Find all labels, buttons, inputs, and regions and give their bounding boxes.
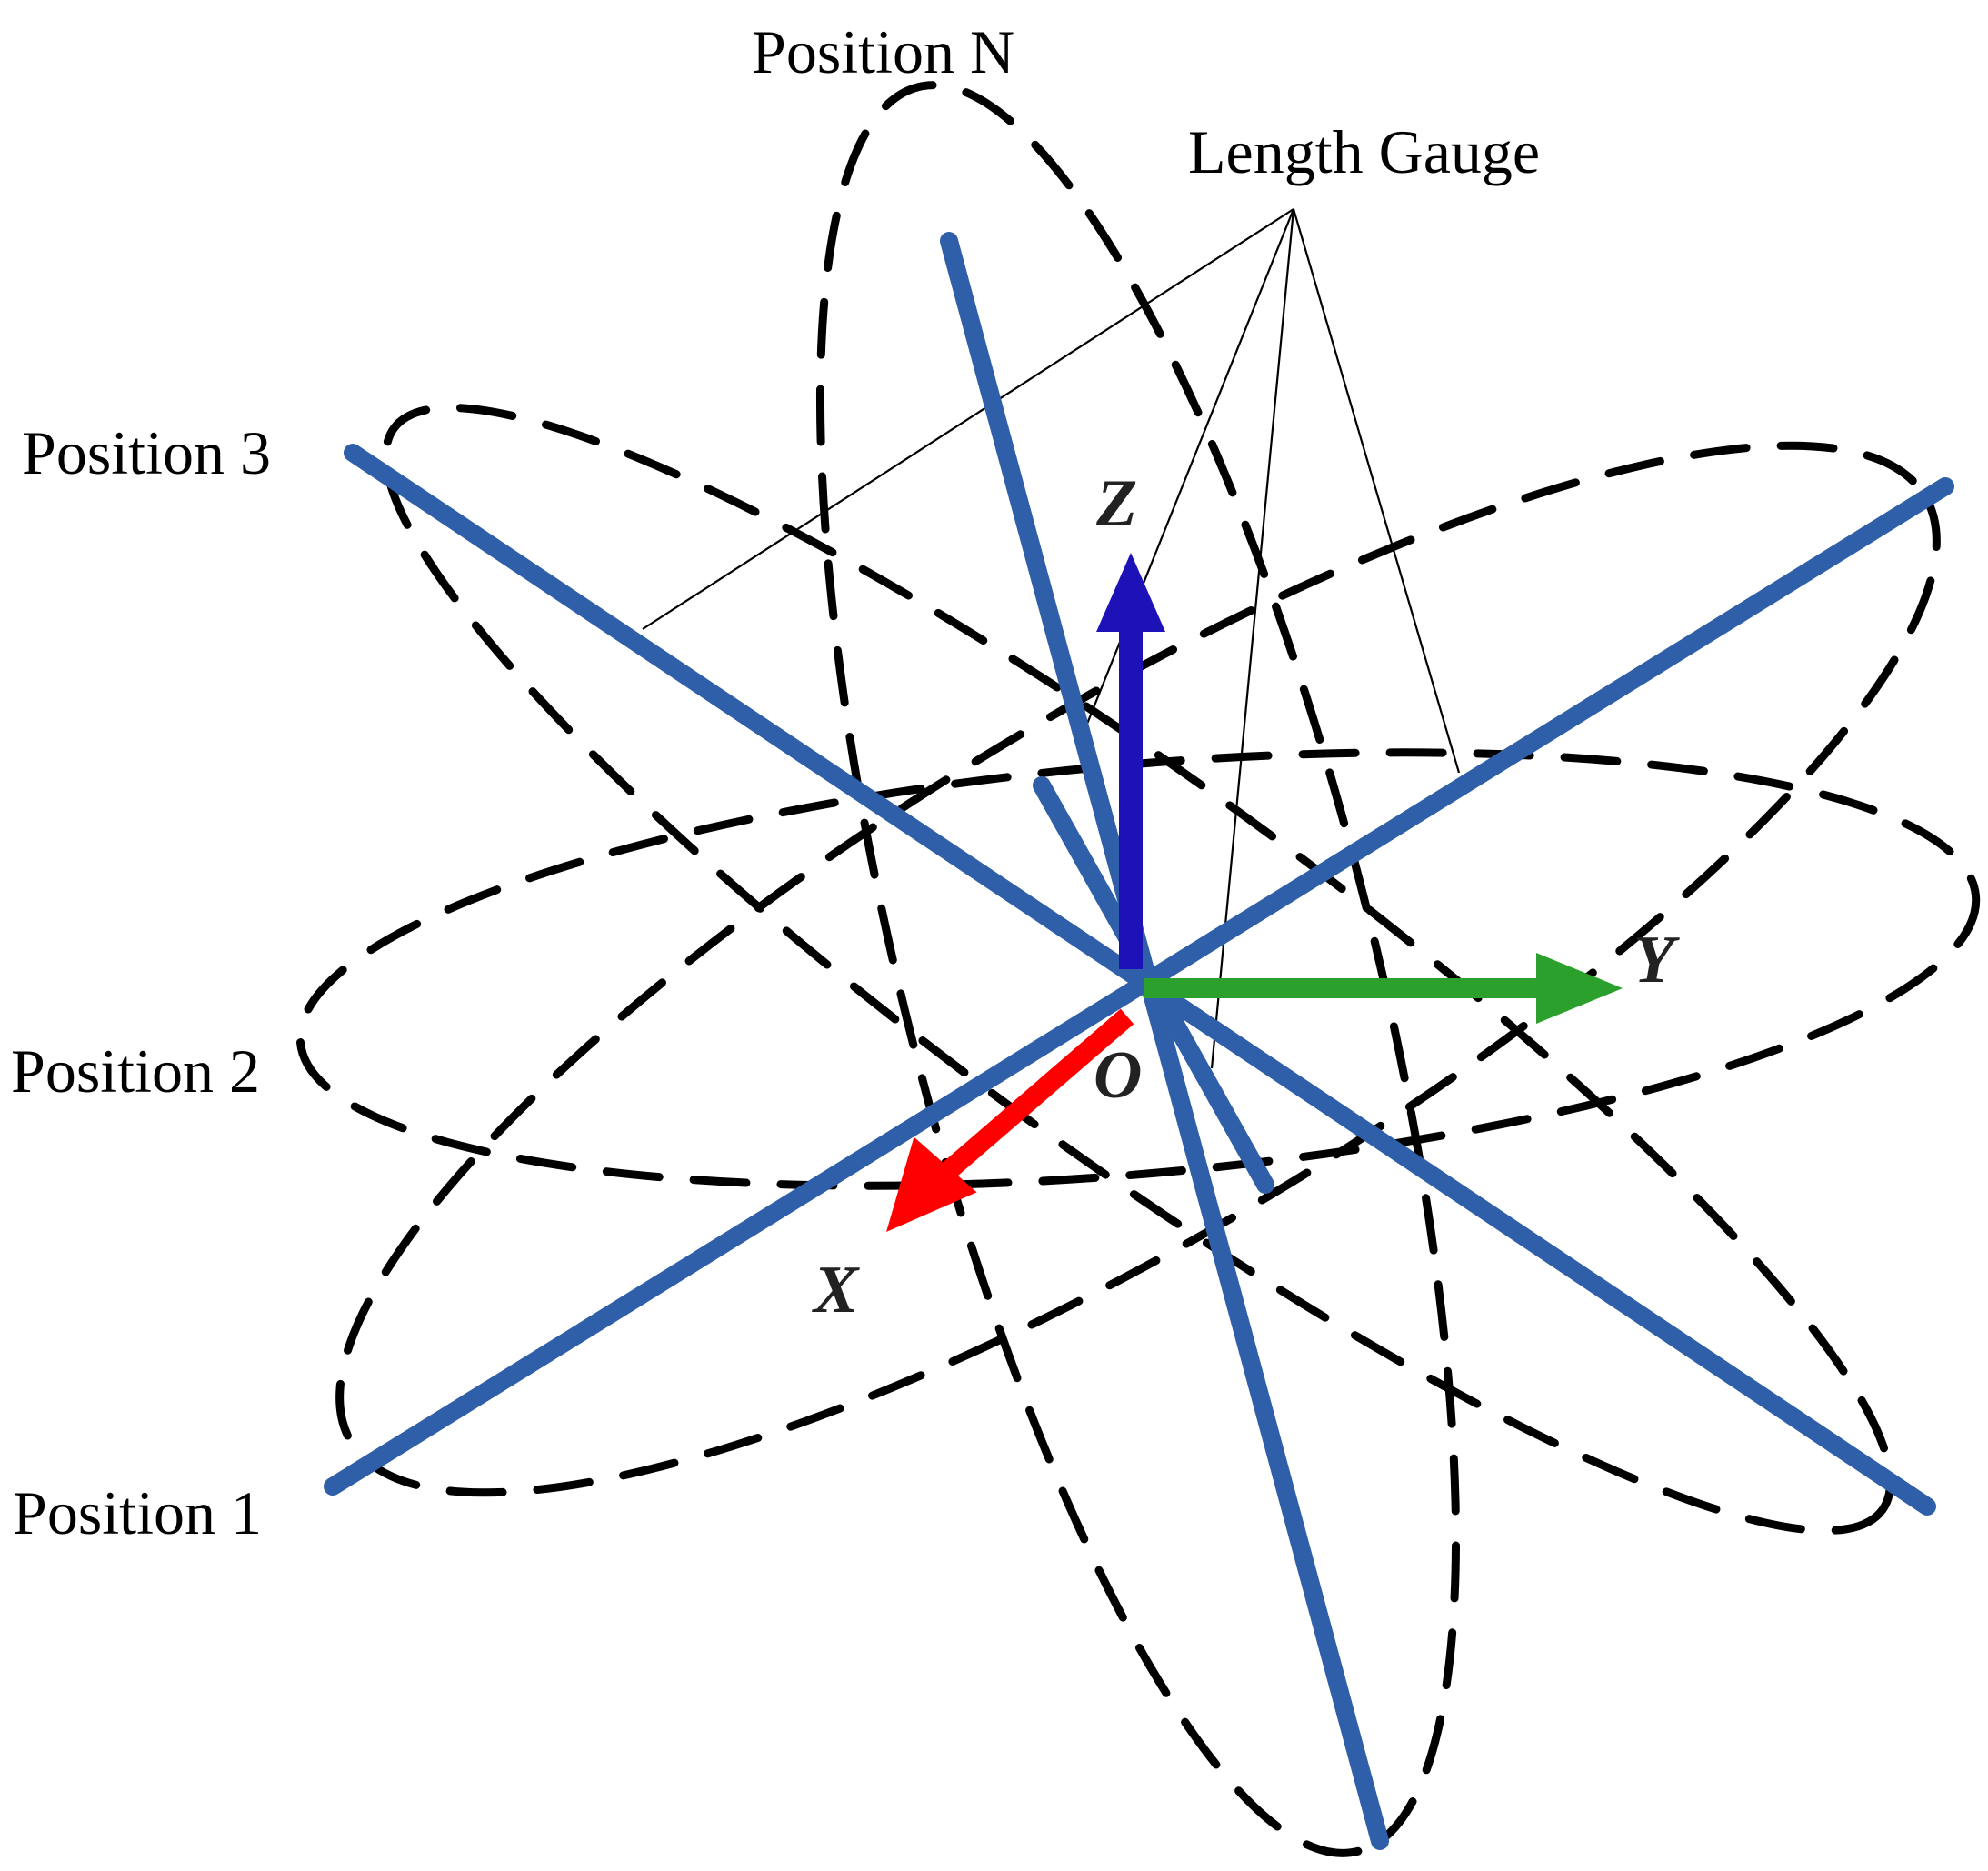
z-axis-arrowhead [1096, 553, 1165, 632]
gauge-bar-position-1 [324, 477, 1954, 1496]
leader-line-2 [1078, 208, 1295, 743]
leader-line-1 [642, 208, 1294, 630]
length-gauge-label: Length Gauge [1188, 117, 1540, 186]
leader-line-4 [1292, 208, 1461, 774]
x-axis-arrowhead [886, 1136, 977, 1232]
x-axis-label: X [812, 1253, 860, 1327]
position-2-label: Position 2 [11, 1036, 260, 1106]
x-axis-arrow [921, 1008, 1134, 1196]
origin-label: O [1094, 1038, 1142, 1113]
position-3-label: Position 3 [22, 418, 271, 487]
position-n-label: Position N [752, 17, 1014, 86]
ellipse-position-3 [381, 403, 1895, 1536]
coordinate-axes [886, 553, 1623, 1232]
y-axis-arrowhead [1536, 953, 1623, 1024]
ellipse-position-2 [295, 748, 1981, 1190]
ellipse-position-n [815, 81, 1461, 1857]
length-gauge-leaders [642, 208, 1461, 1069]
gauge-bars [324, 232, 1954, 1850]
gauge-bar-position-n [940, 232, 1389, 1850]
position-1-label: Position 1 [13, 1478, 262, 1547]
y-axis-label: Y [1633, 923, 1680, 997]
z-axis-label: Z [1095, 466, 1137, 541]
position-ellipses [295, 81, 1981, 1857]
